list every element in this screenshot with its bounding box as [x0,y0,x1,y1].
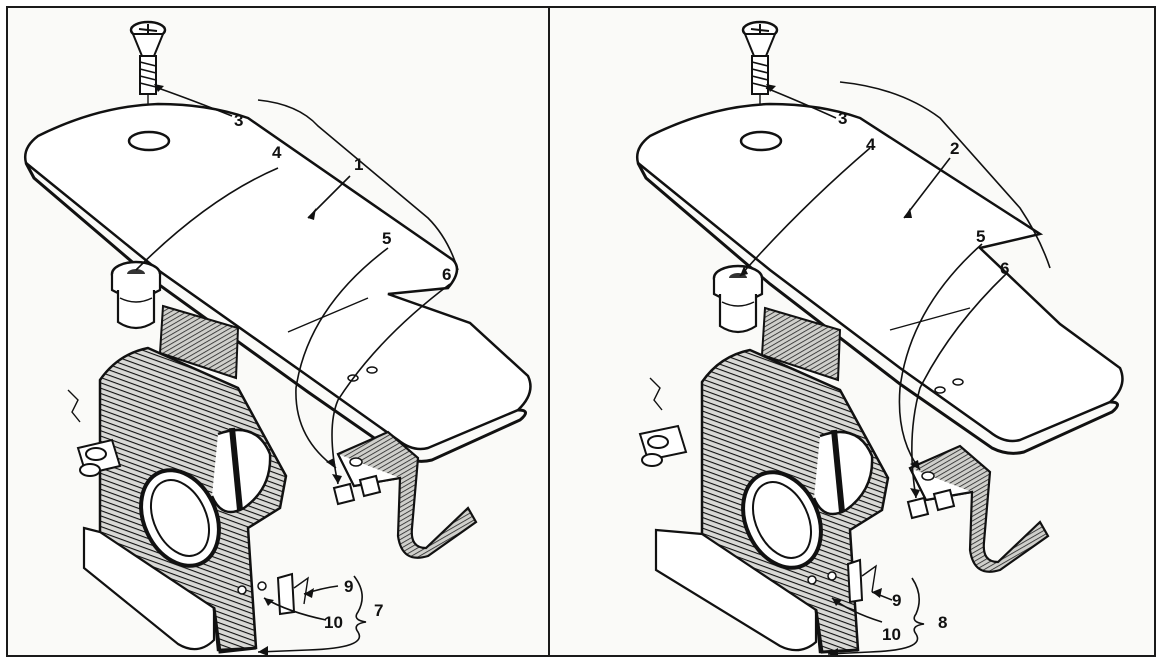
spring-clip [237,572,309,616]
callout-1: 1 [354,155,363,174]
screw [741,20,779,110]
bushing [110,260,162,330]
housing-body [638,306,890,654]
leader-lines [135,84,459,655]
callout-7: 7 [374,601,383,620]
screw [129,20,167,110]
callout-8: 8 [938,613,947,632]
callout-10: 10 [324,613,343,632]
housing-body [67,304,288,654]
callout-9: 9 [344,577,353,596]
cover-plate [636,102,1124,455]
leader-lines [739,81,1051,655]
callout-4: 4 [866,135,876,154]
spring-clip [807,558,877,604]
exploded-view-left: 3 4 1 5 6 9 7 10 [24,20,532,655]
callout-3: 3 [234,111,243,130]
callout-6: 6 [1000,259,1009,278]
bracket [336,430,478,559]
bushing [712,264,764,334]
callout-5: 5 [976,227,985,246]
panel-left: 3 4 1 5 6 9 7 10 [6,6,550,657]
callout-9: 9 [892,591,901,610]
callout-10: 10 [882,625,901,644]
exploded-view-right: 3 4 2 5 6 9 8 10 [636,20,1124,655]
callout-3: 3 [838,109,847,128]
nuts [332,474,382,506]
bracket [908,444,1050,573]
callout-4: 4 [272,143,282,162]
nuts [906,488,956,520]
callout-2: 2 [950,139,959,158]
panel-right: 3 4 2 5 6 9 8 10 [548,6,1156,657]
callout-5: 5 [382,229,391,248]
callout-6: 6 [442,265,451,284]
